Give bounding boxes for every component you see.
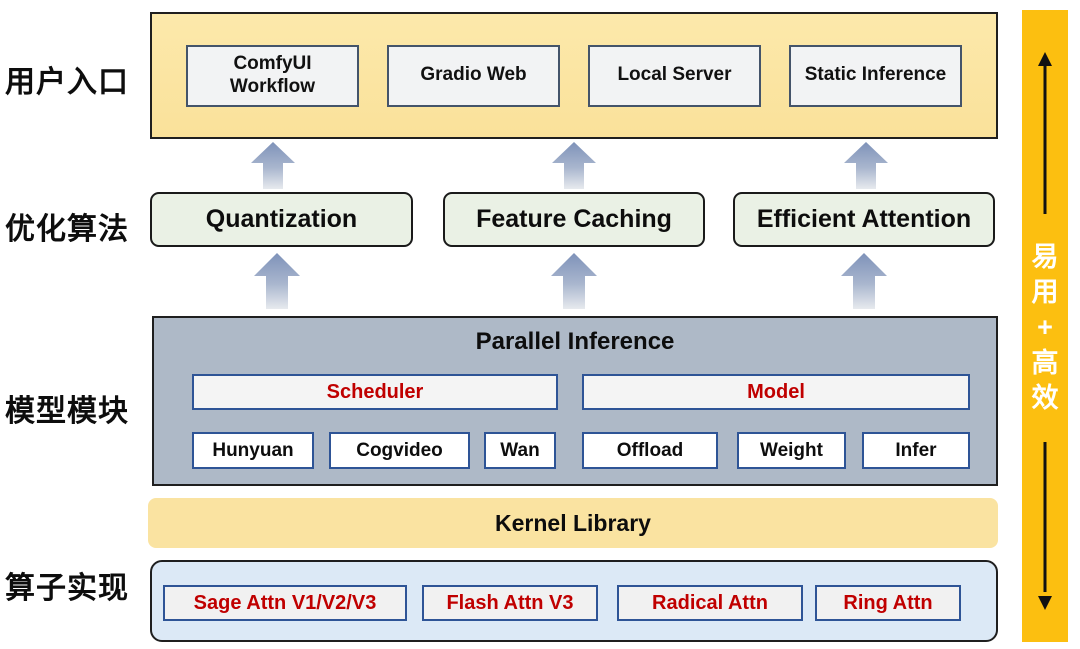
side-char: 用 — [1031, 277, 1059, 308]
optimization-box-quantization: Quantization — [150, 192, 413, 247]
row-label-model-modules: 模型模块 — [5, 395, 129, 428]
operator-sage-attn: Sage Attn V1/V2/V3 — [163, 585, 407, 621]
up-arrow-icon — [844, 142, 888, 189]
up-arrow-icon — [251, 142, 295, 189]
sub-box-offload: Offload — [582, 432, 718, 469]
operator-ring-attn: Ring Attn — [815, 585, 961, 621]
row-label-optimization-algorithms: 优化算法 — [5, 213, 129, 246]
side-bar-easy-efficient: 易 用 + 高 效 — [1022, 10, 1068, 642]
parallel-inference-box: Parallel Inference Scheduler Model Hunyu… — [152, 316, 998, 486]
entry-box-comfyui-workflow: ComfyUI Workflow — [186, 44, 359, 107]
entry-box-local-server: Local Server — [588, 44, 761, 107]
optimization-box-efficient-attention: Efficient Attention — [733, 192, 995, 247]
sub-box-wan: Wan — [484, 432, 556, 469]
operators-box: Sage Attn V1/V2/V3 Flash Attn V3 Radical… — [150, 560, 998, 642]
operator-radical-attn: Radical Attn — [617, 585, 803, 621]
up-arrow-icon — [254, 253, 300, 309]
side-char: 高 — [1031, 347, 1059, 378]
row-label-user-entry: 用户入口 — [5, 66, 129, 99]
arrow-up-icon — [1038, 52, 1052, 214]
optimization-box-feature-caching: Feature Caching — [443, 192, 705, 247]
arrow-down-icon — [1038, 442, 1052, 610]
row-label-operator-implementation: 算子实现 — [5, 572, 129, 605]
kernel-library-band: Kernel Library — [148, 498, 998, 548]
side-char: 易 — [1031, 242, 1059, 273]
up-arrow-icon — [551, 253, 597, 309]
entry-box-static-inference: Static Inference — [789, 44, 962, 107]
up-arrow-icon — [552, 142, 596, 189]
up-arrow-icon — [841, 253, 887, 309]
user-entry-band: ComfyUI Workflow Gradio Web Local Server… — [150, 12, 998, 139]
sub-box-hunyuan: Hunyuan — [192, 432, 314, 469]
parallel-inference-title: Parallel Inference — [475, 328, 675, 355]
sub-box-weight: Weight — [737, 432, 846, 469]
entry-box-gradio-web: Gradio Web — [387, 44, 560, 107]
side-bar-text: 易 用 + 高 效 — [1032, 240, 1059, 415]
side-char: 效 — [1031, 382, 1059, 413]
group-header-model: Model — [582, 374, 970, 410]
side-char: + — [1037, 312, 1053, 343]
sub-box-cogvideo: Cogvideo — [329, 432, 470, 469]
group-header-scheduler: Scheduler — [192, 374, 558, 410]
operator-flash-attn: Flash Attn V3 — [422, 585, 598, 621]
sub-box-infer: Infer — [862, 432, 970, 469]
